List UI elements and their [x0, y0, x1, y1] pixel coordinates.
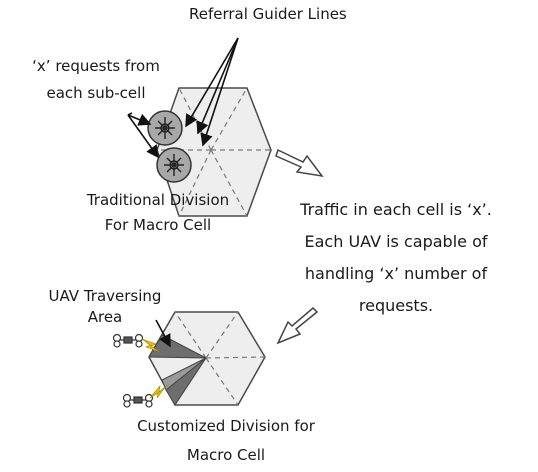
traffic-line2: Each UAV is capable of: [304, 232, 488, 251]
uav-drone-icon: [122, 393, 154, 408]
customized-division-label: Customized Division for Macro Cell: [96, 416, 356, 466]
traditional-division-label: Traditional Division For Macro Cell: [58, 190, 258, 236]
uav-area-line1: UAV Traversing: [48, 287, 162, 305]
uav-drone-icon: [112, 333, 144, 348]
customized-label-line2: Macro Cell: [186, 446, 266, 464]
referral-guider-lines-label: Referral Guider Lines: [189, 5, 347, 23]
outline-arrow-icon: [275, 148, 324, 178]
uav-traversing-area-label: UAV Traversing Area: [30, 286, 180, 328]
traditional-label-line2: For Macro Cell: [104, 216, 212, 234]
referral-guider-arrows: [185, 37, 239, 147]
customized-sector-lines: [174, 311, 266, 406]
request-arrows: [127, 112, 159, 159]
customized-label-line1: Customized Division for: [137, 417, 315, 435]
traffic-line1: Traffic in each cell is ‘x’.: [300, 200, 492, 219]
requests-label: ‘x’ requests from each sub-cell: [6, 56, 186, 104]
uav-area-arrows: [155, 319, 171, 348]
requests-label-line1: ‘x’ requests from: [32, 57, 160, 75]
lightning-icon: [149, 384, 168, 399]
base-station-icon: [147, 110, 183, 146]
base-station-icon: [156, 147, 192, 183]
traffic-description: Traffic in each cell is ‘x’. Each UAV is…: [258, 194, 534, 322]
traffic-line3: handling ‘x’ number of: [304, 264, 488, 283]
uav-sector-mid: [161, 357, 207, 391]
requests-label-line2: each sub-cell: [46, 84, 146, 102]
outline-arrow-icon: [276, 306, 319, 345]
lightning-icon: [141, 338, 161, 353]
traditional-label-line1: Traditional Division: [86, 191, 230, 209]
traditional-sector-lines: [157, 87, 271, 217]
uav-area-line2: Area: [87, 308, 123, 326]
traffic-line4: requests.: [358, 296, 434, 315]
